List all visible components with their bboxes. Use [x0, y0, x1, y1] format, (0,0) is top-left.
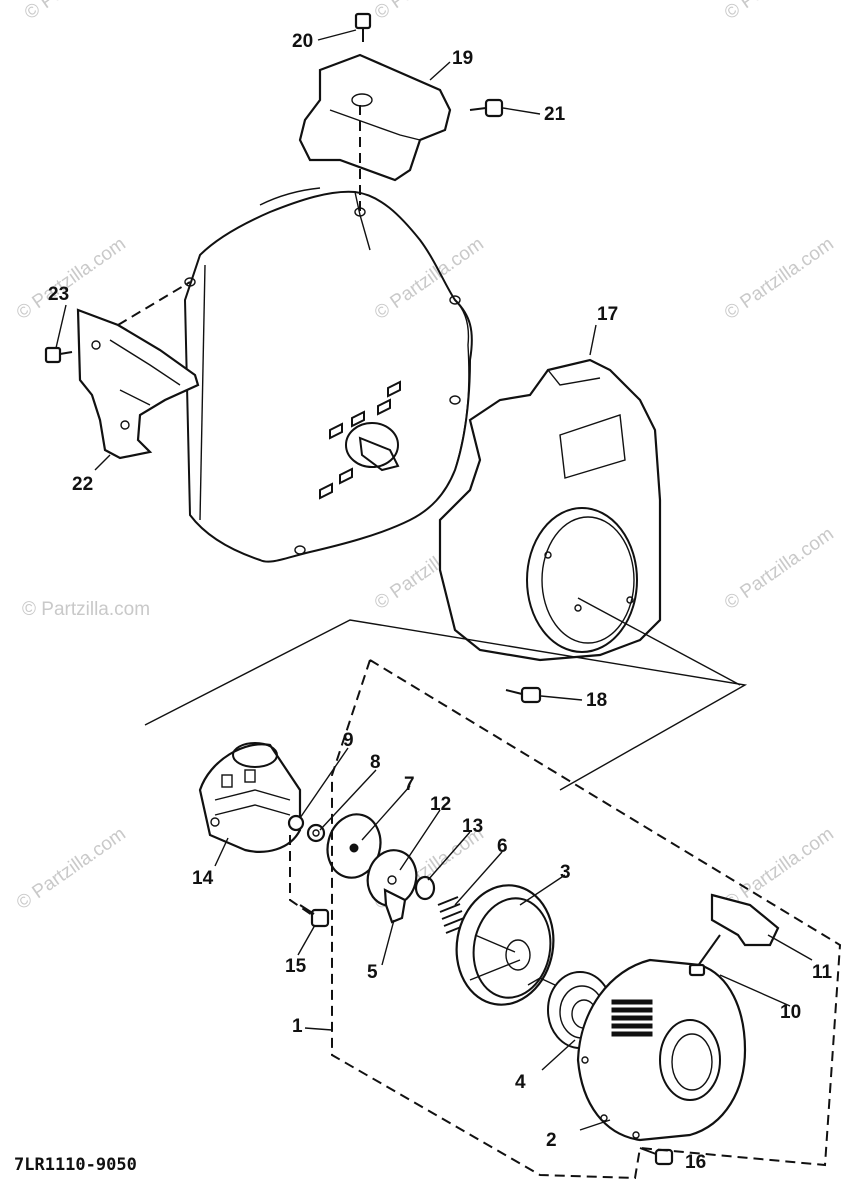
bolt-21	[469, 98, 504, 118]
bolt-18	[505, 686, 542, 704]
callout-12: 12	[430, 794, 451, 815]
pawl-5	[383, 888, 407, 924]
callout-2: 2	[546, 1130, 557, 1151]
nut-9	[287, 814, 305, 832]
lower-bracket	[76, 281, 200, 460]
callout-5: 5	[367, 962, 378, 983]
starter-rope-handle	[688, 893, 780, 977]
callout-6: 6	[497, 836, 508, 857]
upper-bracket	[298, 53, 452, 212]
washer-13	[414, 875, 436, 901]
watermark: © Partzilla.com	[721, 823, 838, 914]
starter-case	[576, 958, 747, 1142]
watermark: © Partzilla.com	[13, 823, 130, 914]
starter-cup	[198, 742, 302, 853]
callout-20: 20	[292, 31, 313, 52]
watermark: © Partzilla.com	[22, 599, 150, 620]
watermark: © Partzilla.com	[13, 233, 130, 324]
assembly-plane	[144, 619, 748, 791]
callout-8: 8	[370, 752, 381, 773]
assembly-boundary	[331, 659, 842, 1180]
callout-7: 7	[404, 774, 415, 795]
leader-lines	[55, 29, 813, 1131]
callout-19: 19	[452, 48, 473, 69]
callout-21: 21	[544, 104, 566, 125]
callout-16: 16	[685, 1152, 706, 1173]
bolt-20	[354, 12, 372, 42]
callout-13: 13	[462, 816, 483, 837]
watermark: © Partzilla.com	[721, 233, 838, 324]
callout-15: 15	[285, 956, 307, 977]
callout-1: 1	[292, 1016, 303, 1037]
reel-3	[455, 884, 555, 1006]
watermark: © Partzilla.com	[721, 523, 838, 614]
watermark: © Partzilla.com	[21, 0, 138, 24]
bolt-15	[299, 904, 330, 928]
callout-4: 4	[515, 1072, 526, 1093]
callout-22: 22	[72, 474, 93, 495]
callout-11: 11	[812, 962, 833, 983]
callout-18: 18	[586, 690, 607, 711]
callout-9: 9	[343, 730, 354, 751]
louver-grille	[611, 999, 653, 1037]
fan-housing	[438, 358, 741, 686]
callout-10: 10	[780, 1002, 801, 1023]
callout-17: 17	[597, 304, 618, 325]
callouts: 20 19 21 23 22 17 18 9 8 7 12 13 6 3 14 …	[48, 31, 833, 1173]
crankcase	[183, 187, 473, 563]
plate-7	[326, 813, 382, 879]
callout-3: 3	[560, 862, 571, 883]
callout-23: 23	[48, 284, 69, 305]
watermark: © Partzilla.com	[371, 0, 488, 24]
callout-14: 14	[192, 868, 214, 889]
bolt-23	[44, 346, 73, 364]
watermark: © Partzilla.com	[371, 233, 488, 324]
drawing-code: 7LR1110-9050	[14, 1155, 137, 1175]
watermark: © Partzilla.com	[721, 0, 838, 24]
spring-6	[437, 896, 467, 934]
